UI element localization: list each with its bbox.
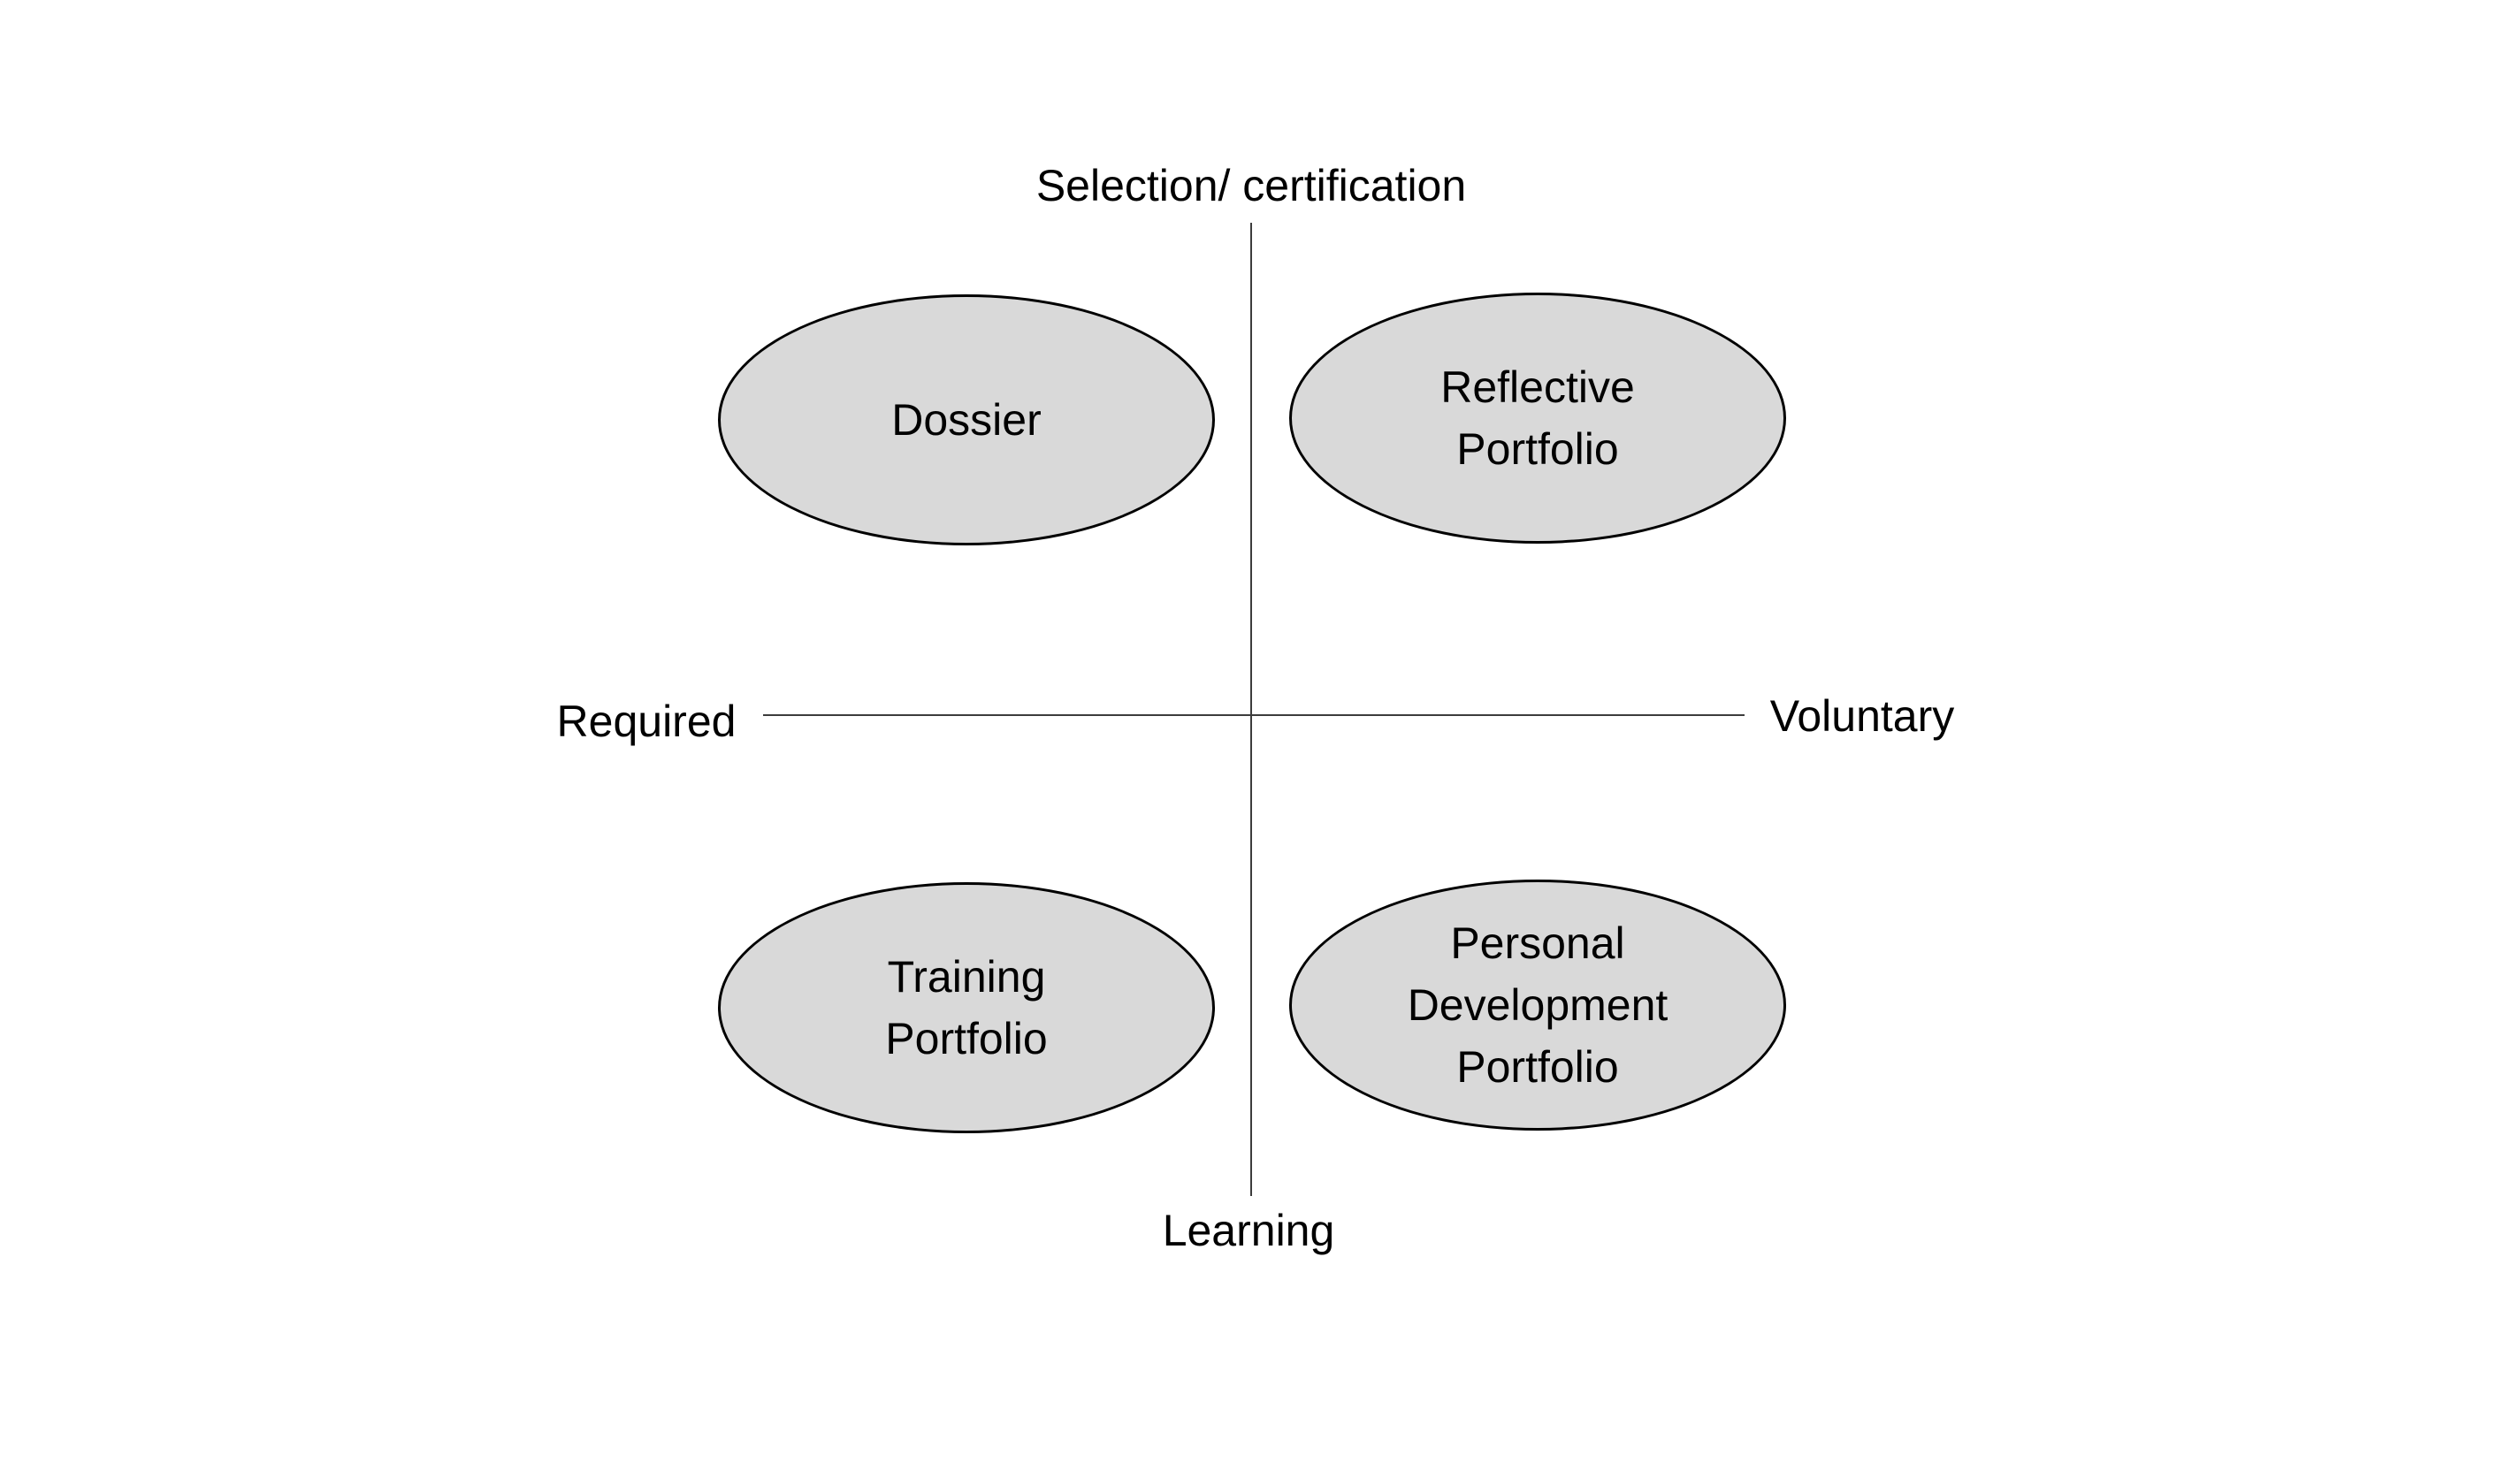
axis-label-top: Selection/ certification [1035,161,1467,210]
axis-label-right: Voluntary [1769,691,1955,741]
axis-label-bottom: Learning [1162,1206,1335,1255]
axis-label-left: Required [556,697,737,746]
ellipse-reflective-portfolio-label: Reflective Portfolio [1440,362,1635,474]
ellipse-personal-development-portfolio-label: Personal Development Portfolio [1407,918,1669,1092]
ellipse-reflective-portfolio: Reflective Portfolio [1289,293,1786,544]
ellipse-dossier-label: Dossier [891,395,1042,445]
horizontal-axis-line [763,714,1745,716]
ellipse-personal-development-portfolio: Personal Development Portfolio [1289,880,1786,1131]
vertical-axis-line [1250,223,1252,1196]
ellipse-dossier: Dossier [718,294,1215,545]
ellipse-training-portfolio-label: Training Portfolio [885,952,1048,1063]
ellipse-training-portfolio: Training Portfolio [718,882,1215,1133]
